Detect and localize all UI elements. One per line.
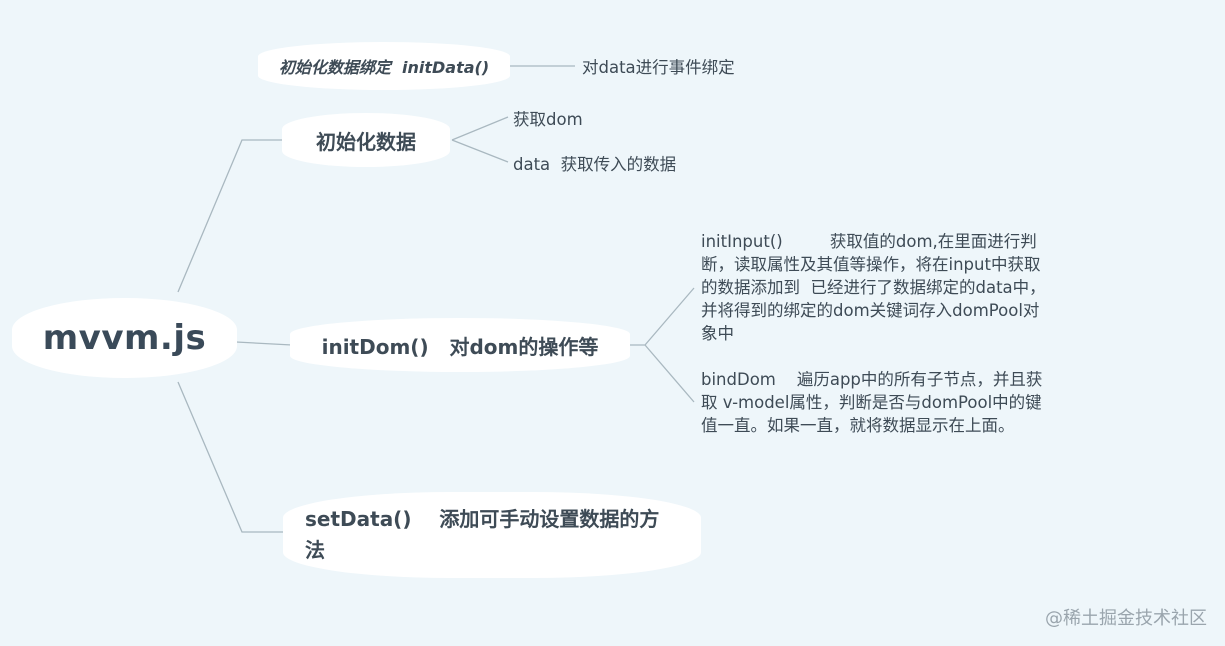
connector-init-dom-bind-dom	[644, 344, 695, 403]
connector-root-init-data	[177, 139, 284, 293]
watermark-text: @稀土掘金技术社区	[1045, 608, 1207, 629]
init-data-label: 初始化数据	[316, 129, 416, 154]
set-data-node[interactable]: setData() 添加可手动设置数据的方 法	[283, 492, 701, 578]
connector-root-init-dom	[235, 341, 293, 346]
leaf-data-get[interactable]: data 获取传入的数据	[513, 155, 677, 174]
root-label: mvvm.js	[42, 318, 207, 358]
set-data-label: setData() 添加可手动设置数据的方 法	[305, 507, 660, 562]
init-dom-node[interactable]: initDom() 对dom的操作等	[290, 318, 630, 372]
connector-init-data-data-get	[451, 139, 509, 163]
init-data-node[interactable]: 初始化数据	[282, 113, 450, 167]
leaf-get-dom[interactable]: 获取dom	[513, 110, 583, 129]
connector-root-set-data	[177, 381, 286, 533]
leaf-init-input[interactable]: initInput() 获取值的dom,在里面进行判 断，读取属性及其值等操作，…	[701, 232, 1046, 343]
init-binding-label: 初始化数据绑定 initData()	[278, 58, 490, 77]
connector-init-dom-init-input	[630, 287, 695, 346]
root-node[interactable]: mvvm.js	[12, 298, 237, 378]
leaf-binding-description[interactable]: 对data进行事件绑定	[582, 58, 735, 77]
init-binding-node[interactable]: 初始化数据绑定 initData()	[258, 42, 510, 90]
connector-init-data-get-dom	[451, 116, 509, 141]
init-dom-label: initDom() 对dom的操作等	[321, 334, 599, 359]
leaf-bind-dom[interactable]: bindDom 遍历app中的所有子节点，并且获 取 v-model属性，判断是…	[701, 370, 1043, 435]
